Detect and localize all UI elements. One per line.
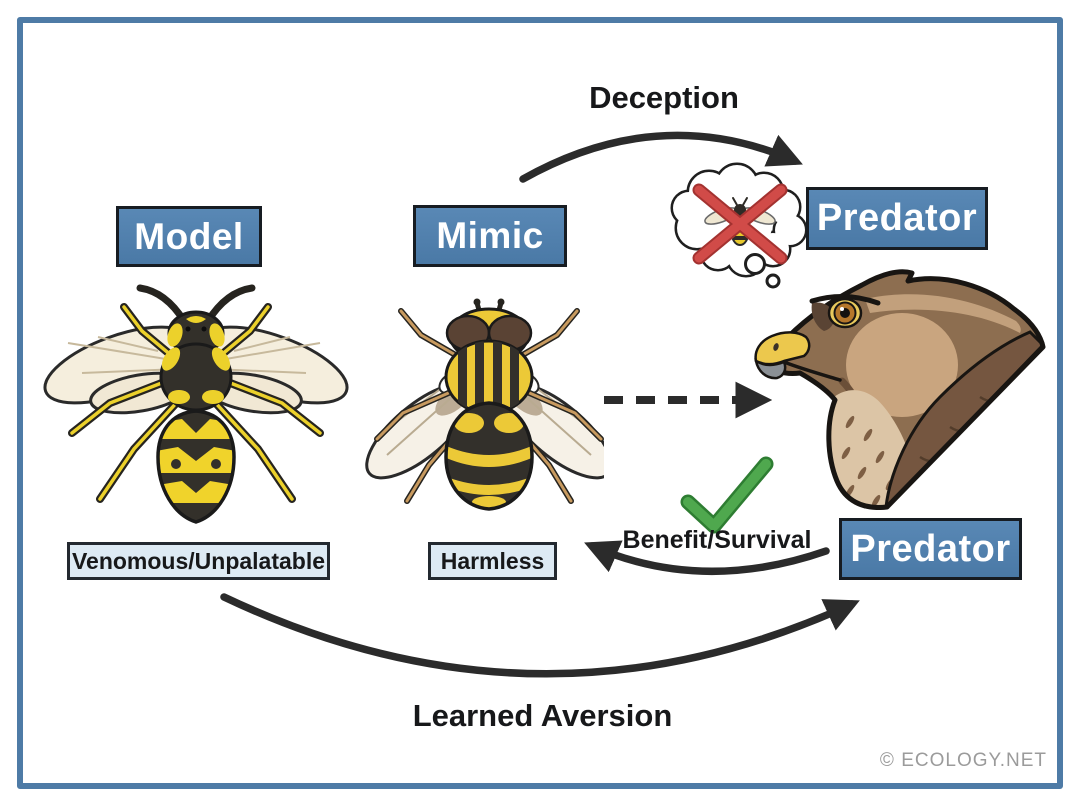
- model-trait-label: Venomous/Unpalatable: [71, 547, 326, 574]
- hoverfly-icon: [357, 295, 604, 516]
- mimic-trait-box: Harmless: [428, 542, 557, 580]
- no-wasp-thought-bubble-icon: [645, 158, 821, 294]
- mimic-trait-label: Harmless: [440, 547, 545, 574]
- model-trait-box: Venomous/Unpalatable: [67, 542, 330, 580]
- red-cross-icon: [692, 183, 788, 265]
- model-box-label: Model: [134, 215, 244, 257]
- predator-bottom-box: Predator: [839, 518, 1022, 580]
- deception-label: Deception: [589, 80, 739, 115]
- predator-bottom-box-label: Predator: [850, 527, 1011, 570]
- model-box: Model: [116, 206, 262, 267]
- hawk-head-icon: [750, 257, 1046, 510]
- benefit-survival-label: Benefit/Survival: [622, 526, 812, 554]
- predator-top-box: Predator: [806, 187, 988, 250]
- mimic-box-label: Mimic: [436, 215, 544, 256]
- mimic-box: Mimic: [413, 205, 567, 267]
- copyright-credit: © ECOLOGY.NET: [879, 750, 1047, 771]
- learned-aversion-label: Learned Aversion: [412, 698, 673, 733]
- wasp-icon: [38, 281, 350, 524]
- green-checkmark-icon: [672, 452, 778, 538]
- predator-top-box-label: Predator: [816, 197, 978, 239]
